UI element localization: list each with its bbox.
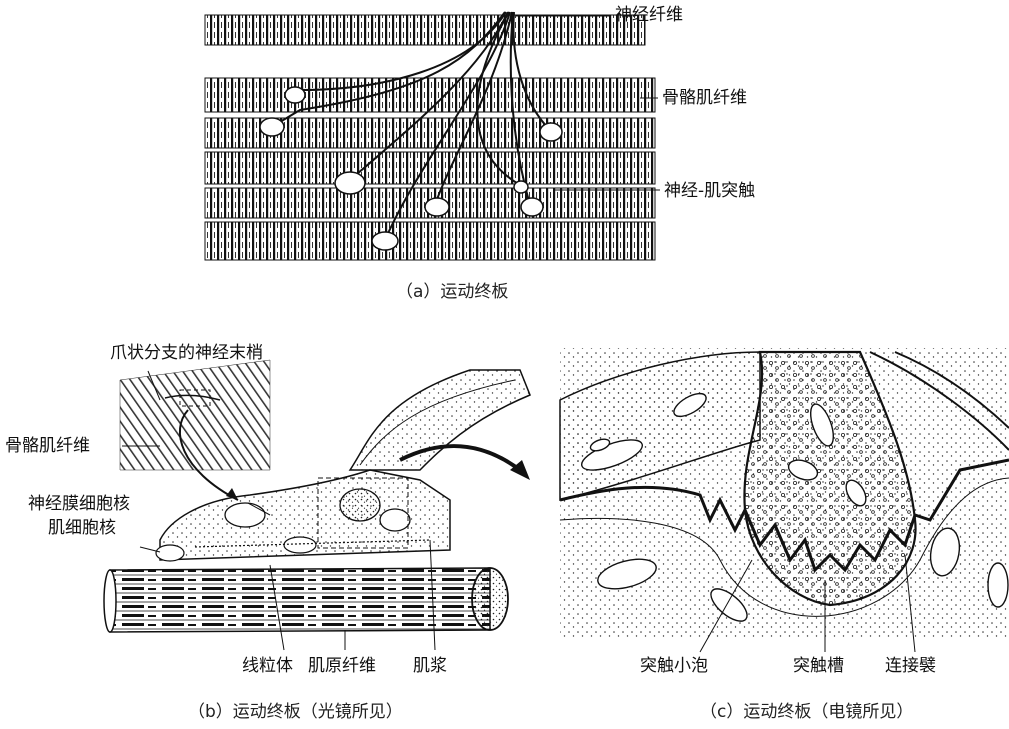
label-mitochondria: 线粒体 (242, 656, 293, 676)
label-claw-nerve-ending: 爪状分支的神经末梢 (110, 343, 263, 363)
caption-panel-a: （a）运动终板 (396, 282, 508, 302)
label-neuromuscular-synapse: 神经-肌突触 (664, 181, 755, 201)
label-sarcoplasm: 肌浆 (413, 656, 447, 676)
label-muscle-nucleus: 肌细胞核 (48, 518, 116, 538)
panel-a-drawing (205, 12, 660, 260)
nerve-axon-bundle (350, 370, 530, 470)
label-skeletal-muscle-fiber-b: 骨骼肌纤维 (5, 436, 90, 456)
label-skeletal-muscle-fiber-a: 骨骼肌纤维 (662, 88, 747, 108)
label-synaptic-groove: 突触槽 (793, 656, 844, 676)
caption-panel-b: （b）运动终板（光镜所见） (188, 702, 403, 722)
panel-b-drawing (104, 360, 530, 650)
muscle-fiber-bands (205, 15, 655, 260)
label-junctional-fold: 连接襞 (885, 656, 936, 676)
label-synaptic-vesicle: 突触小泡 (640, 656, 708, 676)
label-myofibril: 肌原纤维 (308, 656, 376, 676)
panel-b-inset-muscle (120, 360, 270, 470)
label-neurilemma-nucleus: 神经膜细胞核 (28, 494, 130, 514)
muscle-cylinder (104, 568, 508, 632)
label-nerve-fiber: 神经纤维 (615, 5, 683, 25)
panel-c-drawing (560, 348, 1009, 652)
caption-panel-c: （c）运动终板（电镜所见） (700, 702, 913, 722)
endplate-body (156, 470, 450, 561)
